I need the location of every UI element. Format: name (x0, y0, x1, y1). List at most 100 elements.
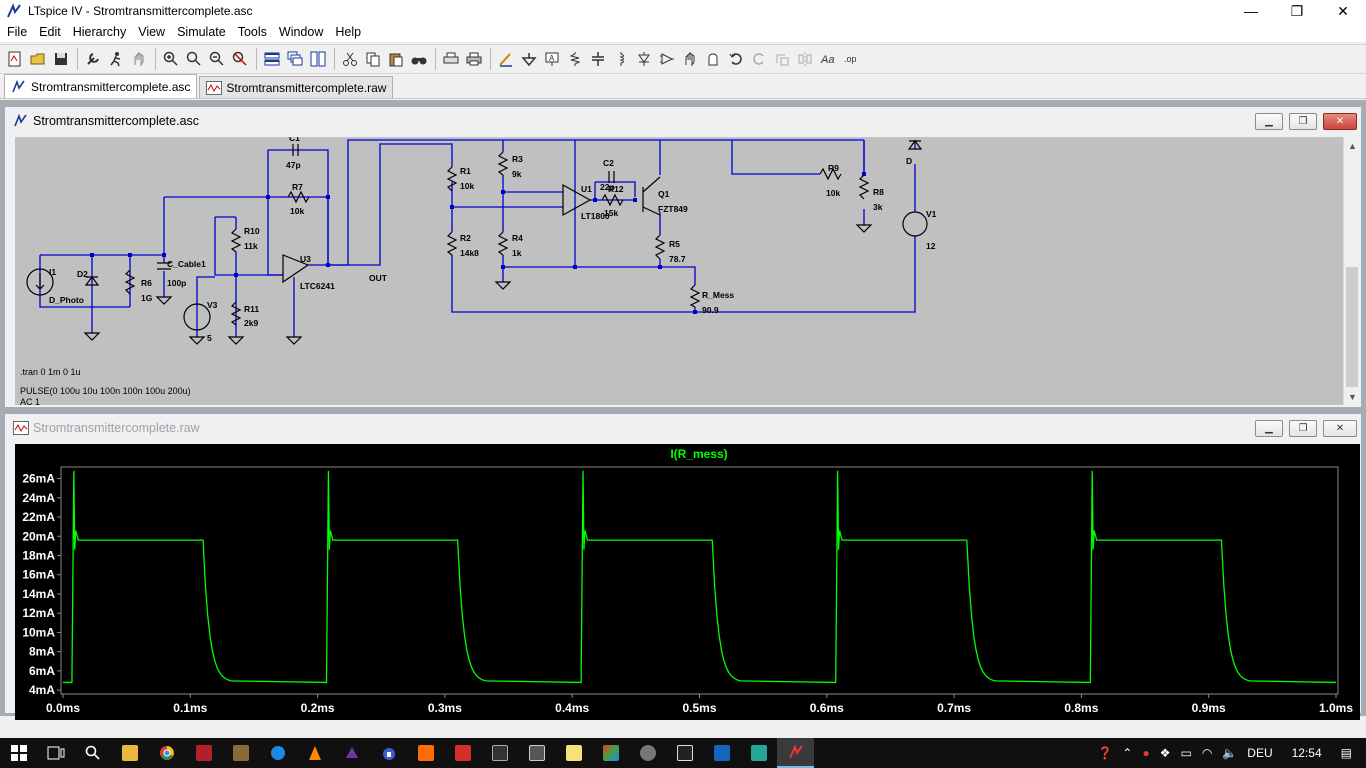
tile-vertical-icon[interactable] (307, 48, 329, 70)
waveform-window-titlebar[interactable]: Stromtransmittercomplete.raw ▁ ❐ ✕ (5, 414, 1361, 442)
rotate-icon[interactable] (771, 48, 793, 70)
waveform-restore-button[interactable]: ❐ (1289, 420, 1317, 437)
schematic-close-button[interactable]: ✕ (1323, 113, 1357, 130)
calculator-icon[interactable] (518, 738, 555, 768)
redo-icon[interactable] (748, 48, 770, 70)
schematic-vertical-scrollbar[interactable]: ▲ ▼ (1343, 137, 1360, 405)
schematic-restore-button[interactable]: ❐ (1289, 113, 1317, 130)
trace-title[interactable]: I(R_mess) (670, 447, 727, 461)
run-icon[interactable] (105, 48, 127, 70)
menu-view[interactable]: View (138, 25, 166, 39)
tab-schematic[interactable]: Stromtransmittercomplete.asc (4, 74, 198, 98)
diode-icon[interactable] (633, 48, 655, 70)
ltspice-app-icon[interactable] (6, 3, 22, 19)
print-icon[interactable] (463, 48, 485, 70)
draw-wire-icon[interactable] (495, 48, 517, 70)
schematic-canvas[interactable]: C1 47p R7 10k R10 11k U3 LTC6241 OUT R11… (15, 137, 1343, 405)
search-icon[interactable] (74, 738, 111, 768)
cut-icon[interactable] (339, 48, 361, 70)
open-icon[interactable] (27, 48, 49, 70)
zoom-in-icon[interactable] (160, 48, 182, 70)
menu-tools[interactable]: Tools (237, 25, 267, 39)
scroll-up-arrow-icon[interactable]: ▲ (1348, 140, 1357, 151)
zoom-fit-icon[interactable] (229, 48, 251, 70)
task-view-icon[interactable] (37, 738, 74, 768)
undo-icon[interactable] (725, 48, 747, 70)
app-icon-teal[interactable] (740, 738, 777, 768)
zoom-out-icon[interactable] (206, 48, 228, 70)
inductor-icon[interactable] (610, 48, 632, 70)
minimize-button[interactable]: — (1244, 3, 1258, 19)
label-v1: V1 (926, 209, 937, 219)
file-explorer-icon[interactable] (111, 738, 148, 768)
terminal-icon[interactable] (481, 738, 518, 768)
chevron-up-icon[interactable]: ⌃ (1122, 746, 1133, 760)
keepass-icon[interactable] (370, 738, 407, 768)
resistor-icon[interactable] (564, 48, 586, 70)
ltspice-taskbar-icon[interactable] (777, 738, 814, 768)
new-schematic-icon[interactable] (4, 48, 26, 70)
waveform-minimize-button[interactable]: ▁ (1255, 420, 1283, 437)
tile-horizontal-icon[interactable] (261, 48, 283, 70)
logic-icon[interactable] (666, 738, 703, 768)
scroll-down-arrow-icon[interactable]: ▼ (1348, 391, 1357, 402)
help-icon[interactable]: ❓ (1097, 746, 1113, 760)
label-net-icon[interactable]: A (541, 48, 563, 70)
ground-icon[interactable] (518, 48, 540, 70)
app-icon-red[interactable] (185, 738, 222, 768)
copy-icon[interactable] (362, 48, 384, 70)
tab-waveform[interactable]: Stromtransmittercomplete.raw (199, 76, 394, 98)
find-icon[interactable] (408, 48, 430, 70)
app-icon-purple[interactable] (333, 738, 370, 768)
vlc-icon[interactable] (296, 738, 333, 768)
print-setup-icon[interactable] (440, 48, 462, 70)
paint-icon[interactable] (592, 738, 629, 768)
battery-icon[interactable]: ▭ (1180, 746, 1192, 760)
waveform-close-button[interactable]: ✕ (1323, 420, 1357, 437)
dropbox-icon[interactable]: ❖ (1159, 746, 1171, 760)
menu-simulate[interactable]: Simulate (177, 25, 226, 39)
language-indicator[interactable]: DEU (1247, 746, 1273, 760)
trace-i-r-mess[interactable] (63, 470, 1337, 684)
app-icon-blue[interactable] (259, 738, 296, 768)
close-button[interactable]: ✕ (1337, 2, 1349, 19)
halt-icon[interactable] (128, 48, 150, 70)
drag-icon[interactable] (702, 48, 724, 70)
wifi-icon[interactable]: ◠ (1201, 746, 1213, 760)
schematic-window-title: Stromtransmittercomplete.asc (33, 114, 200, 128)
save-icon[interactable] (50, 48, 72, 70)
control-panel-icon[interactable] (82, 48, 104, 70)
pdf-icon[interactable] (444, 738, 481, 768)
zoom-pan-icon[interactable] (183, 48, 205, 70)
mirror-icon[interactable] (794, 48, 816, 70)
notification-icon[interactable]: ▤ (1340, 746, 1352, 760)
volume-icon[interactable]: 🔈 (1222, 746, 1238, 760)
chrome-icon[interactable] (148, 738, 185, 768)
spice-directive-icon[interactable]: .op (840, 48, 862, 70)
menu-help[interactable]: Help (335, 25, 362, 39)
mail-icon[interactable] (703, 738, 740, 768)
capacitor-icon[interactable] (587, 48, 609, 70)
tab-schematic-label: Stromtransmittercomplete.asc (31, 79, 191, 94)
menu-window[interactable]: Window (278, 25, 324, 39)
library-icon[interactable] (222, 738, 259, 768)
antivirus-icon[interactable]: ● (1142, 746, 1150, 760)
start-button[interactable] (0, 738, 37, 768)
clock[interactable]: 12:54 (1291, 746, 1322, 760)
menu-edit[interactable]: Edit (39, 25, 61, 39)
component-icon[interactable] (656, 48, 678, 70)
app-icon-gray[interactable] (629, 738, 666, 768)
paste-icon[interactable] (385, 48, 407, 70)
schematic-minimize-button[interactable]: ▁ (1255, 113, 1283, 130)
menu-hierarchy[interactable]: Hierarchy (72, 25, 127, 39)
menu-file[interactable]: File (7, 25, 28, 39)
move-icon[interactable] (679, 48, 701, 70)
app-icon-orange[interactable] (407, 738, 444, 768)
notes-icon[interactable] (555, 738, 592, 768)
schematic-window-titlebar[interactable]: Stromtransmittercomplete.asc ▁ ❐ ✕ (5, 107, 1361, 135)
scroll-thumb[interactable] (1346, 267, 1358, 387)
text-icon[interactable]: Aa (817, 48, 839, 70)
maximize-button[interactable]: ❐ (1290, 2, 1304, 19)
cascade-icon[interactable] (284, 48, 306, 70)
